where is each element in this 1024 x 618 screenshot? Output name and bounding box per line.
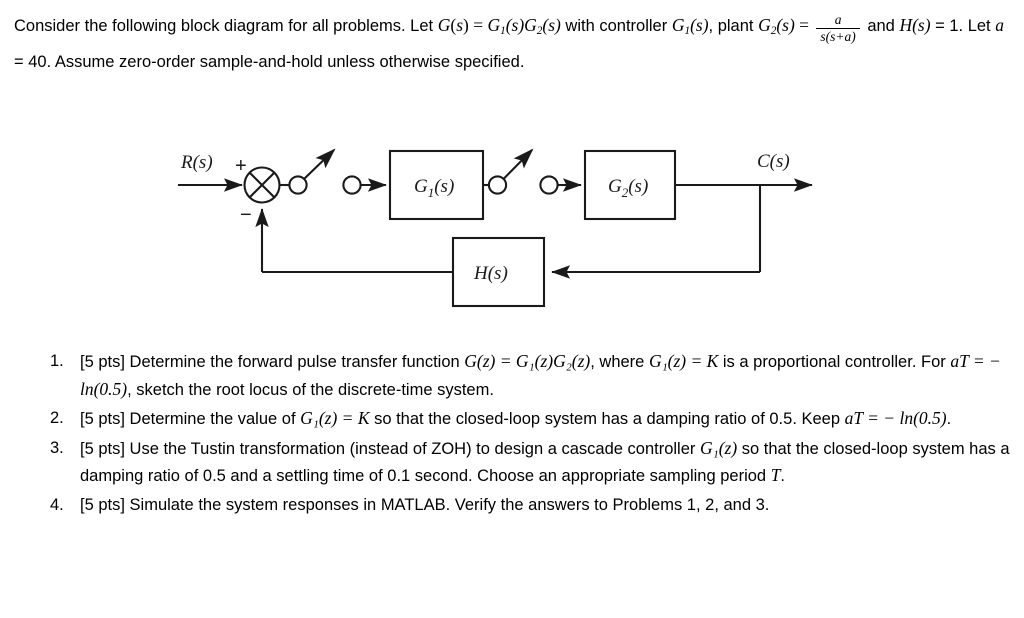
summing-junction-cross-b <box>249 172 275 198</box>
block-g1-label-base: G <box>414 176 428 197</box>
math-s: s <box>456 15 463 35</box>
problem-4-text-a: Simulate the system responses in MATLAB.… <box>124 495 770 514</box>
problem-item-1: 1. [5 pts] Determine the forward pulse t… <box>50 348 1010 403</box>
math-H-args: (s) <box>912 15 931 35</box>
sampler-2-output-contact <box>539 175 559 195</box>
math-plant-G2-args: (s) <box>776 15 795 35</box>
math-H: H <box>899 15 913 35</box>
math-equals-1: ) = <box>463 15 488 35</box>
intro-text-7: = 40. Assume zero-order sample-and-hold … <box>14 52 451 71</box>
output-label: C(s) <box>757 151 790 172</box>
math-plant-G2-subscript: 2 <box>770 25 777 38</box>
block-g1-label-args: (s) <box>434 176 454 197</box>
math-plant-G2: G <box>758 15 771 35</box>
problem-1-math-b: G₁(z) = K <box>648 351 719 371</box>
math-paren-open: ( <box>450 15 457 35</box>
math-G1: G <box>487 15 501 35</box>
problem-2-text-c: . <box>946 410 952 428</box>
math-controller-G1: G <box>671 15 685 35</box>
block-g2-label-sub: 2 <box>622 185 629 200</box>
problem-2-text-b: so that the closed-loop system has a dam… <box>369 410 845 428</box>
problem-3-index: 3. <box>50 438 64 457</box>
math-G2-subscript: 2 <box>536 25 543 38</box>
sampler-2-switch-arm <box>502 148 534 180</box>
intro-paragraph: Consider the following block diagram for… <box>14 8 1012 79</box>
problem-3-math-b: T <box>770 465 781 485</box>
math-G2: G <box>524 15 537 35</box>
problem-1-body: [5 pts] Determine the forward pulse tran… <box>80 348 1010 403</box>
sampler-1-contact <box>288 175 308 195</box>
problem-item-2: 2. [5 pts] Determine the value of G₁(z) … <box>50 405 1010 433</box>
math-controller-G1-args: (s) <box>690 15 709 35</box>
block-g2-label-args: (s) <box>628 176 648 197</box>
intro-text-2: with controller <box>560 17 672 35</box>
input-label: R(s) <box>180 152 213 173</box>
plus-sign-label: + <box>235 155 247 177</box>
problem-1-index: 1. <box>50 352 64 370</box>
problem-3-points: [5 pts] <box>80 439 125 458</box>
problem-2-math-a: G₁(z) = K <box>300 408 370 428</box>
problem-1-text-b: , where <box>590 353 649 371</box>
block-g1-label-sub: 1 <box>428 185 435 200</box>
intro-text-1: Consider the following block diagram for… <box>14 17 438 35</box>
block-g2 <box>583 149 677 221</box>
math-controller-G1-subscript: 1 <box>684 25 691 38</box>
minus-sign-label: − <box>240 204 252 226</box>
intro-text-4: plant <box>717 17 759 35</box>
problem-3-text-b: so that the closed-loop system has a dam… <box>80 439 1010 486</box>
intro-text-5: and <box>862 17 900 35</box>
problem-2-body: [5 pts] Determine the value of G₁(z) = K… <box>80 405 1010 433</box>
problem-2-index: 2. <box>50 409 64 427</box>
problem-2-points: [5 pts] <box>80 410 125 428</box>
problem-1-points: [5 pts] <box>80 353 125 371</box>
intro-text-8: specified. <box>454 52 525 71</box>
problem-list: 1. [5 pts] Determine the forward pulse t… <box>50 348 1010 520</box>
problem-3-text-a: Use the Tustin transformation (instead o… <box>124 439 700 458</box>
math-plant-equals: = <box>794 15 814 35</box>
problem-item-4: 4. [5 pts] Simulate the system responses… <box>50 492 1010 519</box>
problem-1-math-a: G(z) = G₁(z)G₂(z) <box>464 351 591 371</box>
fraction-denominator: s(s+a) <box>816 28 860 45</box>
block-g2-label-base: G <box>608 176 622 197</box>
problem-2-math-b: aT = − ln(0.5) <box>844 408 947 428</box>
problem-4-body: [5 pts] Simulate the system responses in… <box>80 492 1010 519</box>
math-G1-subscript: 1 <box>500 25 506 38</box>
math-G: G <box>437 15 451 35</box>
fraction-numerator: a <box>834 11 842 27</box>
problem-item-3: 3. [5 pts] Use the Tustin transformation… <box>50 435 1010 490</box>
problem-4-index: 4. <box>50 495 64 514</box>
math-G2-args: (s) <box>542 15 561 35</box>
block-h-label: H(s) <box>473 263 508 284</box>
block-h-label-args: (s) <box>488 263 508 284</box>
math-G1-args: (s) <box>505 15 525 35</box>
sampler-2-contact <box>487 175 508 195</box>
intro-text-6: = 1. Let <box>930 17 996 35</box>
block-g1-label: G1(s) <box>414 176 454 200</box>
problem-1-text-a: Determine the forward pulse transfer fun… <box>124 353 465 371</box>
problem-1-text-c: is a proportional controller. For <box>718 353 951 371</box>
block-diagram: R(s) C(s) + − G1(s) G2(s) H(s) <box>0 132 1024 327</box>
intro-text-3: , <box>708 17 714 35</box>
block-h-label-base: H <box>473 263 489 284</box>
problem-3-body: [5 pts] Use the Tustin transformation (i… <box>80 435 1010 490</box>
math-a-variable: a <box>995 15 1004 35</box>
problem-1-math-c: aT = − ln(0.5) <box>80 351 1001 399</box>
sampler-1-output-contact <box>342 175 362 195</box>
problem-3-text-c: . <box>780 467 786 485</box>
problem-2-text-a: Determine the value of <box>124 410 301 428</box>
problem-4-points: [5 pts] <box>80 495 125 514</box>
sampler-1-switch-arm <box>303 148 336 180</box>
problem-3-math-a: G₁(z) <box>699 437 738 458</box>
block-g2-label: G2(s) <box>608 176 648 200</box>
problem-1-text-d: , sketch the root locus of the discrete-… <box>127 380 494 399</box>
block-h <box>451 236 546 308</box>
block-g1 <box>388 149 485 221</box>
